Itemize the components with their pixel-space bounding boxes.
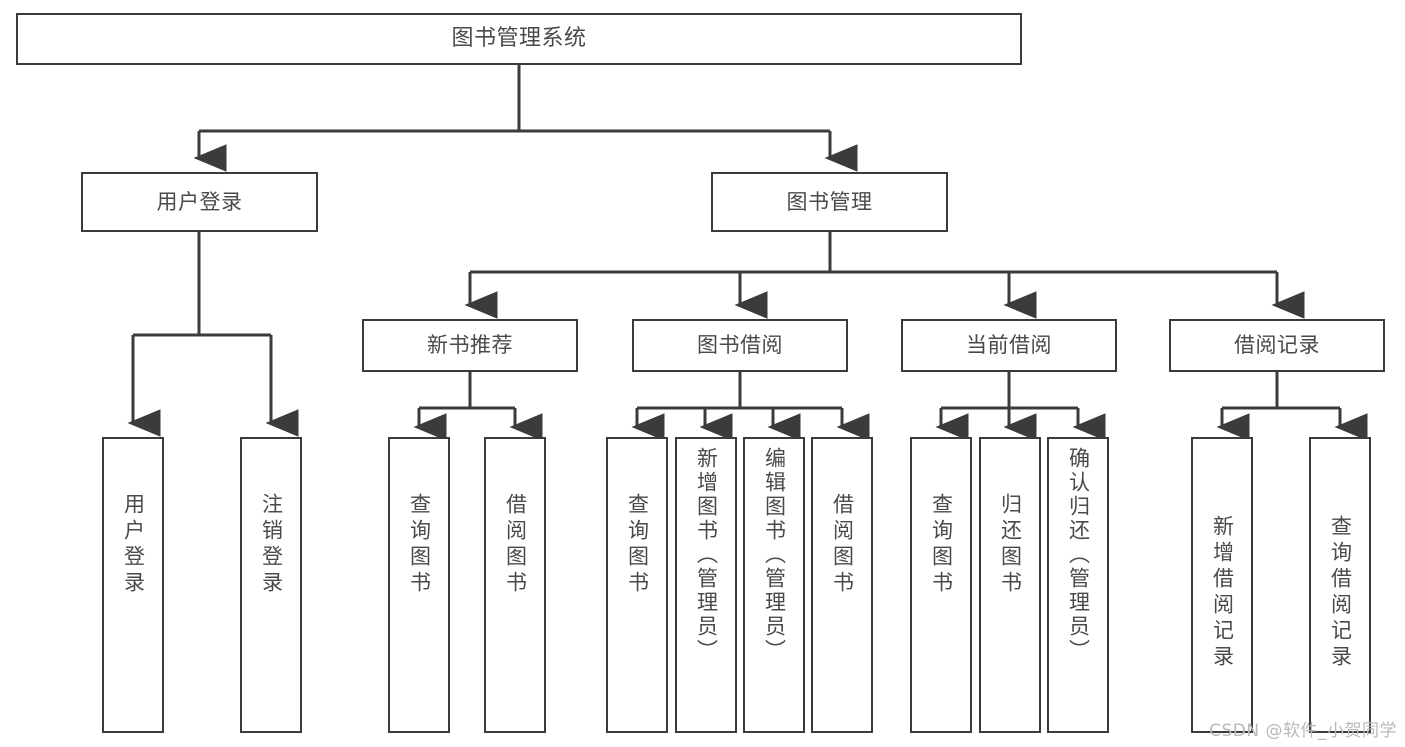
leaf-borrow-book-borrow[interactable]: 借阅图书 <box>811 437 873 733</box>
node-label: 归还图书 <box>998 493 1023 597</box>
node-label: 借阅图书 <box>830 493 855 597</box>
leaf-query-borrow-record[interactable]: 查询借阅记录 <box>1309 437 1371 733</box>
node-label: 新增借阅记录 <box>1210 515 1235 671</box>
leaf-user-login[interactable]: 用户登录 <box>102 437 164 733</box>
node-label: 图书管理系统 <box>451 26 587 52</box>
leaf-query-book-recommend[interactable]: 查询图书 <box>388 437 450 733</box>
leaf-return-book[interactable]: 归还图书 <box>979 437 1041 733</box>
node-label: 确认归还（管理员） <box>1066 447 1091 663</box>
node-user-login[interactable]: 用户登录 <box>81 172 318 232</box>
node-label: 用户登录 <box>156 189 243 214</box>
leaf-add-borrow-record[interactable]: 新增借阅记录 <box>1191 437 1253 733</box>
node-borrow-record[interactable]: 借阅记录 <box>1169 319 1385 372</box>
node-book-borrow[interactable]: 图书借阅 <box>632 319 848 372</box>
node-current-borrow[interactable]: 当前借阅 <box>901 319 1117 372</box>
watermark-text: CSDN @软件_小贺同学 <box>1209 721 1397 741</box>
node-label: 新增图书（管理员） <box>694 447 719 663</box>
node-label: 图书借阅 <box>697 333 783 358</box>
node-label: 图书管理 <box>786 189 873 214</box>
node-label: 查询图书 <box>407 493 432 597</box>
node-label: 当前借阅 <box>966 333 1052 358</box>
node-label: 查询图书 <box>625 493 650 597</box>
node-label: 注销登录 <box>259 493 284 597</box>
node-label: 用户登录 <box>121 493 146 597</box>
node-book-manage[interactable]: 图书管理 <box>711 172 948 232</box>
leaf-logout-login[interactable]: 注销登录 <box>240 437 302 733</box>
node-label: 编辑图书（管理员） <box>762 447 787 663</box>
leaf-edit-book-admin[interactable]: 编辑图书（管理员） <box>743 437 805 733</box>
node-label: 借阅图书 <box>503 493 528 597</box>
leaf-borrow-book-recommend[interactable]: 借阅图书 <box>484 437 546 733</box>
node-root-system[interactable]: 图书管理系统 <box>16 13 1022 65</box>
leaf-add-book-admin[interactable]: 新增图书（管理员） <box>675 437 737 733</box>
node-label: 借阅记录 <box>1234 333 1320 358</box>
leaf-confirm-return-admin[interactable]: 确认归还（管理员） <box>1047 437 1109 733</box>
leaf-query-book-borrow[interactable]: 查询图书 <box>606 437 668 733</box>
node-label: 查询借阅记录 <box>1328 515 1353 671</box>
node-label: 查询图书 <box>929 493 954 597</box>
node-new-book-recommend[interactable]: 新书推荐 <box>362 319 578 372</box>
leaf-query-book-current[interactable]: 查询图书 <box>910 437 972 733</box>
node-label: 新书推荐 <box>427 333 513 358</box>
